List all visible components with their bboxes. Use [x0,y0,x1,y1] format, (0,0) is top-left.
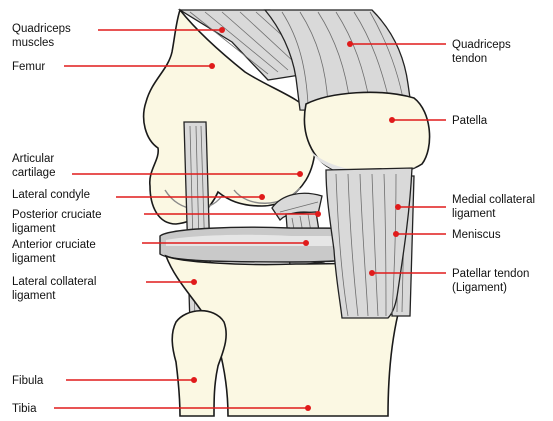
svg-text:Patella: Patella [452,115,488,127]
fibula-shape [172,311,226,416]
svg-text:Lateral condyle: Lateral condyle [12,189,90,201]
label-fibula: Fibula [12,375,197,387]
svg-text:Fibula: Fibula [12,375,44,387]
svg-text:Meniscus: Meniscus [452,229,501,241]
knee-artwork [144,10,430,416]
svg-text:Femur: Femur [12,61,45,73]
svg-text:Tibia: Tibia [12,403,37,415]
svg-text:Patellar tendon(Ligament): Patellar tendon(Ligament) [452,268,529,294]
